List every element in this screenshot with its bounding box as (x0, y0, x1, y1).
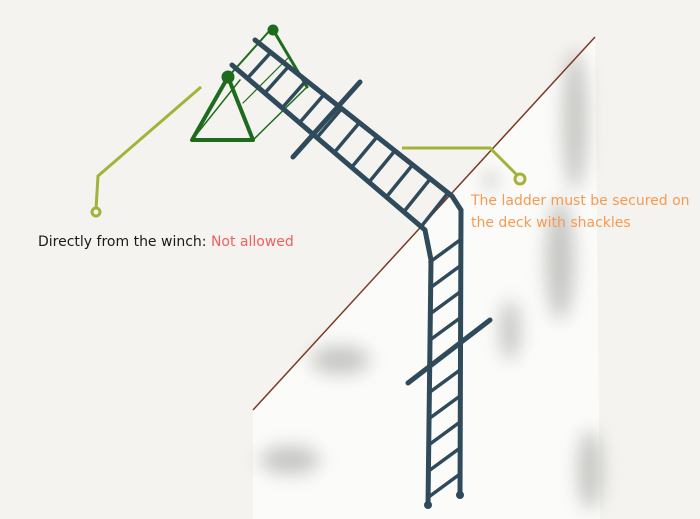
ladder-rung (428, 290, 462, 316)
ladder-rung (428, 238, 462, 264)
not-allowed-status: Not allowed (210, 234, 294, 250)
deck-callout-line (402, 146, 519, 177)
ladder-rung (280, 78, 308, 110)
ladder-rung (428, 446, 462, 472)
shackle-icon (424, 501, 432, 509)
ladder-rail-upper (252, 37, 464, 498)
ladder-rung (263, 64, 291, 95)
deck-annotation: The ladder must be secured on the deck w… (471, 190, 700, 234)
winch-callout-dot (90, 206, 102, 218)
ladder-rung (245, 50, 273, 80)
ladder-rung (428, 264, 462, 290)
ladder-rung (419, 191, 450, 229)
ladder-rung (384, 163, 415, 199)
ladder-rung (402, 177, 433, 214)
ladder-rung (349, 134, 379, 170)
spreader-bar (290, 79, 363, 160)
ladder-rung (428, 316, 462, 342)
winch-annotation-text: Directly from the winch: (38, 234, 207, 250)
winch-drum-icon (221, 70, 235, 84)
ladder-rung (315, 106, 344, 140)
ladder-rung (332, 120, 362, 155)
ladder-rung (428, 368, 462, 394)
callout-lines (90, 85, 527, 218)
ladder-rung (367, 149, 397, 184)
ladder-rung (428, 394, 462, 420)
ladder-rung (428, 472, 462, 498)
ladder-rung (297, 92, 326, 125)
winch-callout-line (94, 85, 202, 210)
pilot-ladder (229, 37, 493, 509)
winch-annotation: Directly from the winch: Not allowed (38, 231, 294, 253)
shackle-icon (456, 491, 464, 499)
deck-annotation-line-1: The ladder must be secured on (471, 193, 690, 209)
deck-annotation-line-2: the deck with shackles (471, 215, 631, 231)
ladder-rail-lower (229, 62, 434, 508)
ladder-rung (428, 420, 462, 446)
deck-callout-dot (513, 172, 527, 186)
spreader-bar (405, 317, 493, 386)
